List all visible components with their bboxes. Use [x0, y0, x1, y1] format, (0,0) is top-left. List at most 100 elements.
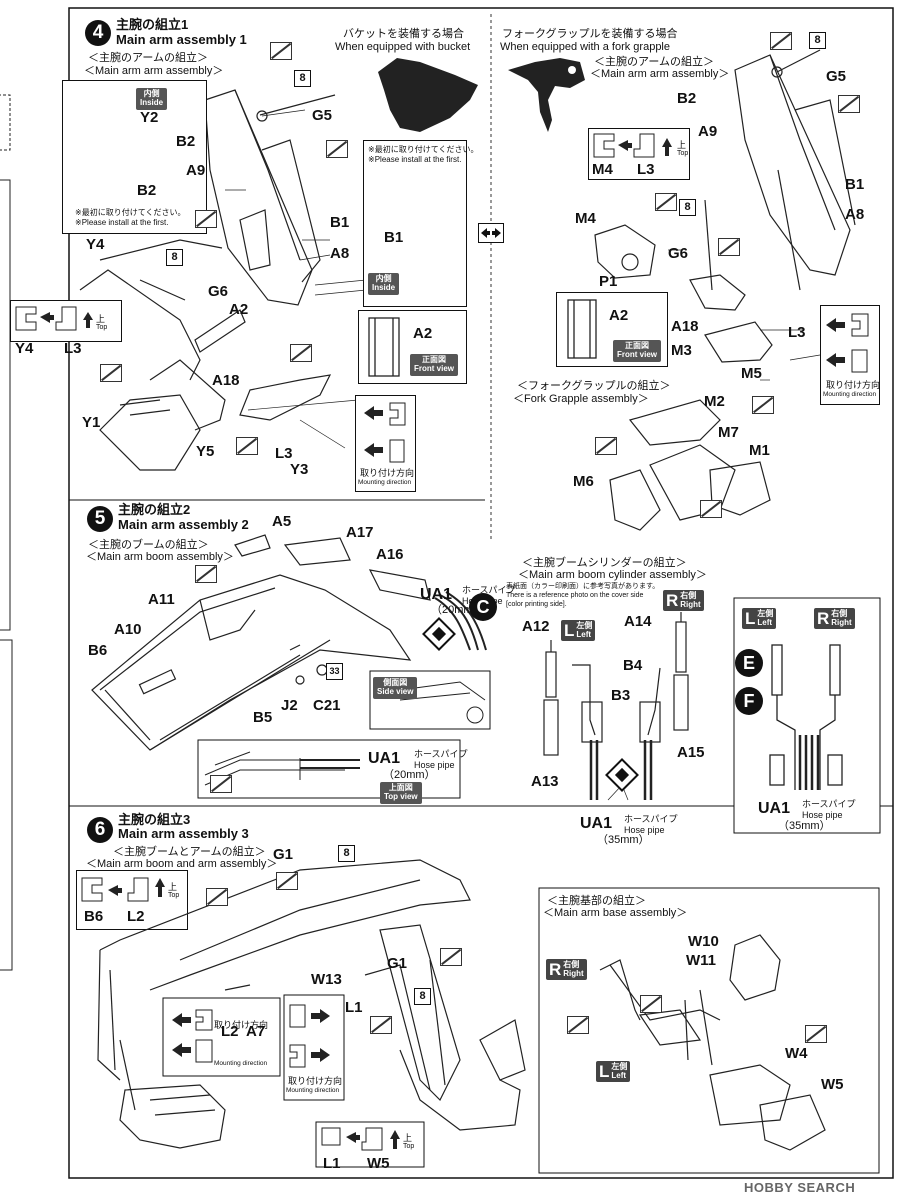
note-first-jp: ※最初に取り付けてください。 — [75, 208, 186, 217]
part-label: M4 — [592, 161, 613, 178]
part-label: B1 — [330, 214, 350, 231]
part-label: L3 — [275, 445, 293, 462]
part-label: A9 — [186, 162, 206, 179]
part-label: W13 — [311, 971, 342, 988]
right-en: Right — [680, 599, 701, 609]
no-glue-icon — [195, 565, 217, 583]
fork-sub-en: ＜Main arm arm assembly＞ — [590, 68, 730, 80]
front-view-en-2: Front view — [617, 349, 658, 359]
part-label: Y4 — [15, 340, 34, 357]
part-label: G5 — [826, 68, 847, 85]
side-view-jp: 側面図 — [383, 678, 408, 687]
no-glue-icon — [210, 775, 232, 793]
fork-sub-jp: ＜主腕のアームの組立＞ — [594, 56, 715, 68]
right-jp: 右側 — [680, 591, 697, 601]
step5-sub-en: ＜Main arm boom assembly＞ — [86, 551, 234, 563]
right-big-2: R — [817, 609, 830, 628]
part-box-8-e: 8 — [338, 845, 355, 862]
part-label: B5 — [253, 709, 273, 726]
part-label: B2 — [176, 133, 196, 150]
step4-title-jp: 主腕の組立1 — [116, 17, 189, 32]
hose-len-35-b: （35mm） — [778, 820, 831, 832]
part-label: A17 — [346, 524, 374, 541]
no-glue-icon — [206, 888, 228, 906]
step4-sub-jp: ＜主腕のアームの組立＞ — [88, 52, 209, 64]
no-glue-icon — [440, 948, 462, 966]
part-label: A8 — [845, 206, 865, 223]
bucket-caption-en: When equipped with bucket — [335, 41, 471, 53]
mount-dir-en-1: Mounting direction — [358, 479, 412, 486]
part-label: G1 — [387, 955, 408, 972]
part-label: Y5 — [196, 443, 215, 460]
bucket-caption-jp: バケットを装備する場合 — [343, 28, 464, 40]
mounting-direction-box-1 — [355, 395, 416, 492]
part-label: A15 — [677, 744, 705, 761]
m4-l3-top-box — [588, 128, 690, 180]
inset-y2-box — [62, 80, 207, 234]
step5-title-jp: 主腕の組立2 — [118, 502, 191, 517]
front-view-jp-2: 正面図 — [625, 341, 649, 350]
top-view-en: Top view — [384, 791, 418, 801]
part-label: A2 — [229, 301, 249, 318]
inside-tag-2-en: Inside — [372, 282, 396, 292]
cover-note-jp: 表紙面（カラー印刷面）に参考写真があります。 — [506, 583, 660, 590]
left-en: Left — [576, 629, 592, 639]
no-glue-icon — [640, 995, 662, 1013]
part-label: L1 — [345, 999, 363, 1016]
right-en-3: Right — [563, 968, 584, 978]
fork-assy-jp: ＜フォークグラップルの組立＞ — [517, 380, 671, 392]
part-label: B3 — [611, 687, 631, 704]
part-label: L3 — [637, 161, 655, 178]
cover-note-en2: [color printing side]. — [506, 601, 567, 608]
part-box-8-b: 8 — [166, 249, 183, 266]
part-label: Y2 — [140, 109, 159, 126]
left-en-3: Left — [611, 1070, 627, 1080]
part-label: C21 — [313, 697, 341, 714]
top-jp-4: 上 — [403, 1133, 413, 1143]
cylinder-assy-jp: ＜主腕ブームシリンダーの組立＞ — [522, 557, 687, 569]
part-label: A5 — [272, 513, 292, 530]
note-first-en: ※Please install at the first. — [75, 218, 169, 227]
hose-en-c: Hose pipe — [624, 825, 665, 835]
top-en-4: Top — [403, 1143, 415, 1150]
mount-dir-jp-1: 取り付け方向 — [360, 468, 415, 478]
fork-caption-en: When equipped with a fork grapple — [500, 41, 670, 53]
part-label: B1 — [384, 229, 404, 246]
step5-sub-jp: ＜主腕のブームの組立＞ — [88, 539, 209, 551]
part-label: M3 — [671, 342, 692, 359]
top-jp-1: 上 — [96, 314, 106, 324]
part-label: A18 — [212, 372, 240, 389]
no-glue-icon — [655, 193, 677, 211]
mount-dir-en-3: Mounting direction — [214, 1060, 268, 1067]
left-jp-2: 左側 — [757, 609, 774, 619]
hose-len-35-a: （35mm） — [597, 834, 650, 846]
no-glue-icon — [370, 1016, 392, 1034]
e-callout-icon: E — [735, 649, 763, 677]
base-assy-en: ＜Main arm base assembly＞ — [543, 907, 688, 919]
part-box-8-f: 8 — [414, 988, 431, 1005]
step6-title-jp: 主腕の組立3 — [118, 812, 191, 827]
mount-dir-jp-2: 取り付け方向 — [826, 380, 881, 390]
part-label: G1 — [273, 846, 294, 863]
part-box-8-a: 8 — [294, 70, 311, 87]
left-big-3: L — [599, 1062, 610, 1081]
step6-title-en: Main arm assembly 3 — [118, 826, 249, 841]
part-label: Y1 — [82, 414, 101, 431]
no-glue-icon — [100, 364, 122, 382]
side-view-en: Side view — [377, 686, 414, 696]
part-box-8-d: 8 — [679, 199, 696, 216]
part-label: A12 — [522, 618, 550, 635]
step-number-4: 4 — [85, 20, 111, 46]
no-glue-icon — [270, 42, 292, 60]
part-label: B1 — [845, 176, 865, 193]
